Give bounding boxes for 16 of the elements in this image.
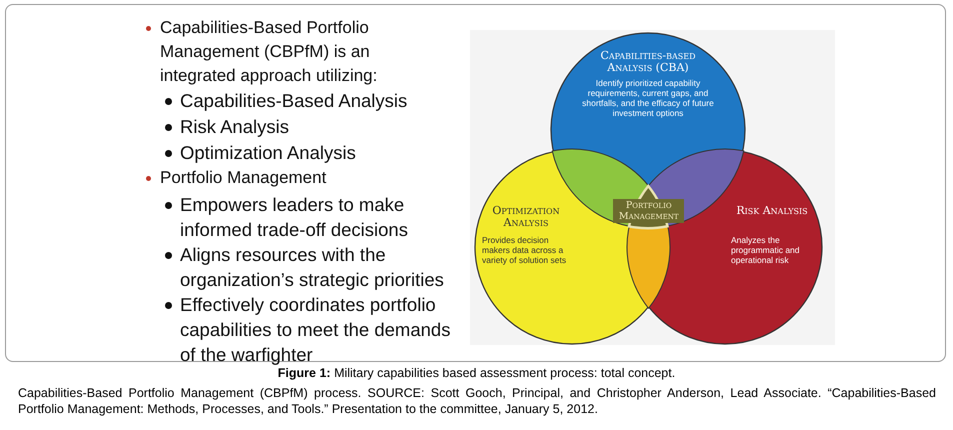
source-note: Capabilities-Based Portfolio Management (CBPfM) process. SOURCE: Scott Gooch, Principal, and Christopher Anderson, Lead Associate. “Capabilities-Based Portfolio Management: Methods, Processes, and Tools.” Presentation to the committee, January 5, 2012. xyxy=(18,385,936,417)
bullet-heading: Portfolio Management xyxy=(160,167,328,189)
bullet-item: Risk Analysis xyxy=(180,115,290,139)
bullet-item: Effectively coordinates portfolio capabilities to meet the demands of the warfighter xyxy=(180,293,452,367)
bullet-item: Aligns resources with the organization’s strategic priorities xyxy=(180,243,445,292)
region-heading: Capabilities-based Analysis (CBA) xyxy=(599,50,697,74)
region-description: Analyzes the programmatic and operational risk xyxy=(731,235,801,265)
bullet-heading: Capabilities-Based Portfolio Management (CBPfM) is an integrated approach utilizing: xyxy=(160,17,378,87)
region-heading: Risk Analysis xyxy=(735,205,809,217)
bullet-item: Capabilities-Based Analysis xyxy=(180,89,408,113)
bullet-item: Optimization Analysis xyxy=(180,141,357,165)
region-heading: Optimization Analysis xyxy=(491,205,561,229)
figure-caption: Figure 1: Military capabilities based assessment process: total concept. xyxy=(276,366,676,380)
region-description: Provides decision makers data across a variety of solution sets xyxy=(482,235,568,265)
bullet-item: Empowers leaders to make informed trade-off decisions xyxy=(180,193,409,242)
region-description: Identify prioritized capability requirements, current gaps, and shortfalls, and the efficacy of future investment options xyxy=(581,78,715,118)
